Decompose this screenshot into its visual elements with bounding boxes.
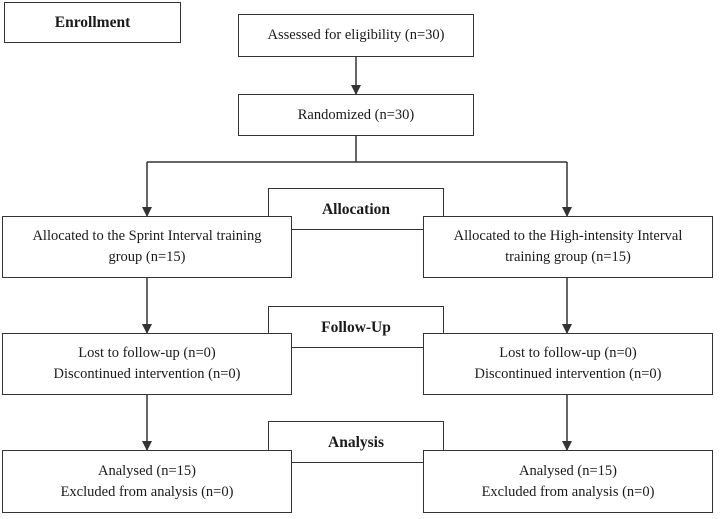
stage-follow-up-label: Follow-Up bbox=[321, 318, 391, 336]
stage-analysis-label: Analysis bbox=[328, 433, 384, 451]
right-allocation-line-2: training group (n=15) bbox=[505, 249, 631, 265]
right-analysis-box: Analysed (n=15) Excluded from analysis (… bbox=[423, 450, 713, 513]
right-followup-line-2: Discontinued intervention (n=0) bbox=[474, 366, 662, 382]
assessed-box: Assessed for eligibility (n=30) bbox=[238, 14, 474, 57]
stage-enrollment: Enrollment bbox=[4, 2, 181, 43]
stage-allocation: Allocation bbox=[268, 188, 444, 230]
left-allocation-box: Allocated to the Sprint Interval trainin… bbox=[2, 216, 292, 278]
right-followup-box: Lost to follow-up (n=0) Discontinued int… bbox=[423, 333, 713, 395]
stage-analysis: Analysis bbox=[268, 421, 444, 463]
left-analysis-line-1: Analysed (n=15) bbox=[98, 462, 196, 479]
left-allocation-line-2: group (n=15) bbox=[108, 249, 186, 265]
stage-allocation-label: Allocation bbox=[321, 200, 391, 218]
left-followup-box: Lost to follow-up (n=0) Discontinued int… bbox=[2, 333, 292, 395]
right-allocation-line-1: Allocated to the High-intensity Interval bbox=[453, 228, 683, 244]
left-analysis-box: Analysed (n=15) Excluded from analysis (… bbox=[2, 450, 292, 513]
left-analysis-line-2: Excluded from analysis (n=0) bbox=[60, 483, 234, 500]
right-allocation-box: Allocated to the High-intensity Interval… bbox=[423, 216, 713, 278]
assessed-text: Assessed for eligibility (n=30) bbox=[267, 27, 445, 43]
randomized-box: Randomized (n=30) bbox=[238, 94, 474, 136]
stage-enrollment-label: Enrollment bbox=[54, 14, 131, 31]
right-followup-line-1: Lost to follow-up (n=0) bbox=[499, 345, 637, 361]
right-analysis-line-2: Excluded from analysis (n=0) bbox=[481, 483, 655, 500]
left-allocation-line-1: Allocated to the Sprint Interval trainin… bbox=[32, 228, 262, 244]
right-analysis-line-1: Analysed (n=15) bbox=[519, 462, 617, 479]
stage-follow-up: Follow-Up bbox=[268, 306, 444, 348]
left-followup-line-2: Discontinued intervention (n=0) bbox=[53, 366, 241, 382]
randomized-text: Randomized (n=30) bbox=[297, 106, 415, 123]
left-followup-line-1: Lost to follow-up (n=0) bbox=[78, 345, 216, 361]
